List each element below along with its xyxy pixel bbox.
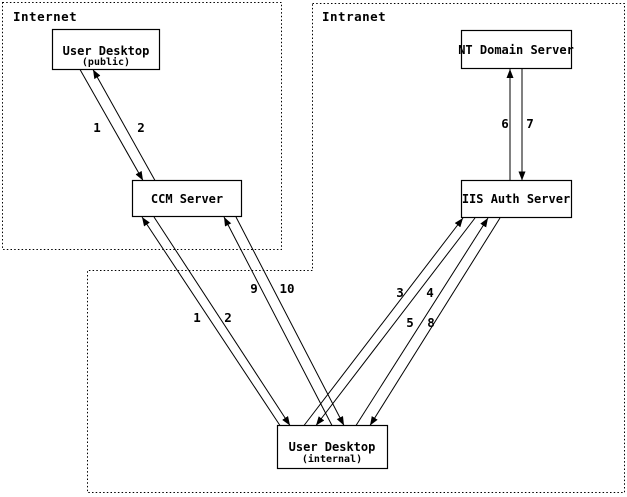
node-user-desktop-internal: User Desktop (internal) (276, 424, 389, 470)
edge-label-8: 8 (427, 315, 435, 330)
nt-domain-server-title: NT Domain Server (458, 43, 574, 57)
edge-label-1-public: 1 (93, 120, 101, 135)
node-ccm-server: CCM Server (131, 179, 243, 218)
edge-step1-public-to-ccm (79, 69, 144, 181)
edge-step2-ccm-to-internal (153, 216, 291, 426)
edge-step3-internal-to-iis (303, 217, 464, 426)
edge-label-4: 4 (426, 285, 434, 300)
iis-auth-server-box (460, 179, 573, 219)
edge-step9-internal-to-ccm (223, 216, 333, 426)
edge-label-7: 7 (526, 116, 534, 131)
edge-label-3: 3 (396, 285, 404, 300)
edge-step5-internal-to-iis (355, 217, 489, 426)
user-desktop-internal-box (276, 424, 389, 470)
node-nt-domain-server: NT Domain Server (458, 29, 574, 70)
edge-label-2-internal: 2 (224, 310, 232, 325)
edge-step8-iis-to-internal (369, 217, 501, 426)
node-user-desktop-public: User Desktop (public) (51, 28, 161, 71)
intranet-zone-label: Intranet (322, 9, 386, 24)
edge-label-2-public: 2 (137, 120, 145, 135)
user-desktop-internal-subtitle: (internal) (302, 453, 362, 465)
ccm-server-box (131, 179, 243, 218)
edge-step4-iis-to-internal (315, 217, 476, 426)
node-iis-auth-server: IIS Auth Server (460, 179, 573, 219)
intranet-zone-border (87, 3, 625, 493)
edge-step2-ccm-to-public (92, 69, 156, 181)
iis-auth-server-title: IIS Auth Server (462, 192, 570, 206)
nt-domain-server-box (460, 29, 573, 70)
internet-zone-label: Internet (13, 9, 77, 24)
edge-label-1-internal: 1 (193, 310, 201, 325)
edge-label-10: 10 (279, 281, 294, 296)
user-desktop-public-title: User Desktop (63, 44, 150, 58)
user-desktop-public-box (51, 28, 161, 71)
edge-step10-ccm-to-internal (235, 216, 345, 426)
edge-label-6: 6 (501, 116, 509, 131)
user-desktop-public-subtitle: (public) (82, 56, 130, 68)
user-desktop-internal-title: User Desktop (289, 440, 376, 454)
edge-label-9: 9 (250, 281, 258, 296)
edge-step1-internal-to-ccm (141, 216, 281, 426)
ccm-server-title: CCM Server (151, 192, 223, 206)
edge-label-5: 5 (406, 315, 414, 330)
